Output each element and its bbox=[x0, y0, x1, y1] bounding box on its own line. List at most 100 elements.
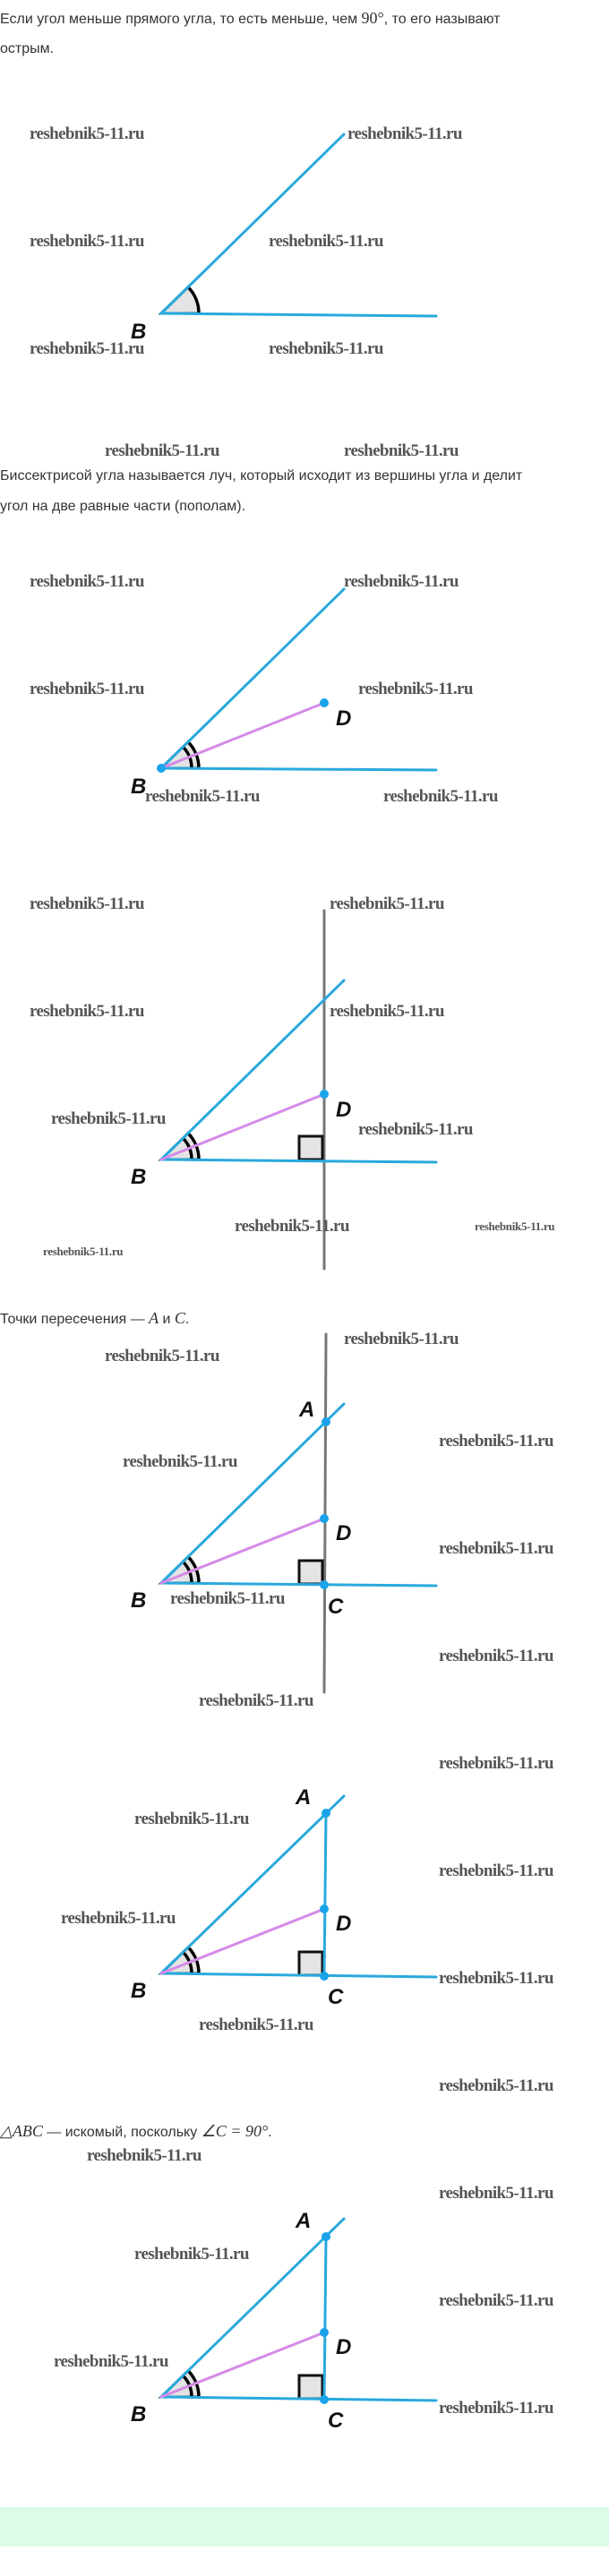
point-d bbox=[320, 2328, 329, 2337]
math-triangle-abc: △ABC bbox=[0, 2122, 43, 2140]
watermark: reshebnik5-11.ru bbox=[439, 1539, 553, 1558]
watermark: reshebnik5-11.ru bbox=[269, 232, 383, 251]
point-label-d: D bbox=[336, 706, 351, 731]
watermark: reshebnik5-11.ru bbox=[439, 1969, 553, 1988]
watermark: reshebnik5-11.ru bbox=[439, 1861, 553, 1880]
math-90-degrees: 90° bbox=[361, 9, 384, 27]
watermark: reshebnik5-11.ru bbox=[199, 2015, 313, 2034]
result-text: △ABC — искомый, поскольку ∠C = 90°. bbox=[0, 2122, 272, 2142]
point-label-b: B bbox=[131, 1165, 146, 1189]
point-c bbox=[320, 1580, 329, 1589]
math-C: C bbox=[174, 1309, 185, 1327]
watermark: reshebnik5-11.ru bbox=[330, 1002, 444, 1021]
bisector-bd bbox=[159, 1517, 326, 1585]
point-label-b: B bbox=[131, 1588, 146, 1613]
right-angle-mark bbox=[297, 1559, 324, 1586]
watermark: reshebnik5-11.ru bbox=[51, 1109, 166, 1128]
bisector-bd bbox=[159, 2331, 326, 2399]
watermark: reshebnik5-11.ru bbox=[347, 124, 462, 143]
ray-ba bbox=[159, 133, 346, 315]
ray-ba bbox=[159, 1794, 346, 1975]
ray-ba bbox=[159, 979, 346, 1161]
watermark: reshebnik5-11.ru bbox=[30, 1002, 144, 1021]
watermark: reshebnik5-11.ru bbox=[269, 339, 383, 358]
text: Если угол меньше прямого угла, то есть м… bbox=[0, 12, 362, 27]
watermark: reshebnik5-11.ru bbox=[30, 680, 144, 698]
ray-bc bbox=[159, 1158, 438, 1164]
text: . bbox=[184, 1312, 190, 1327]
acute-angle-definition-end: острым. bbox=[0, 41, 55, 56]
point-label-b: B bbox=[131, 2402, 146, 2426]
watermark: reshebnik5-11.ru bbox=[439, 1647, 553, 1665]
perpendicular-line bbox=[322, 1332, 328, 1694]
watermark: reshebnik5-11.ru bbox=[105, 1347, 219, 1365]
text: , то его называют bbox=[383, 12, 501, 27]
watermark: reshebnik5-11.ru bbox=[344, 1330, 459, 1348]
bisector-bd bbox=[159, 1092, 326, 1161]
bisector-definition: Биссектрисой угла называется луч, которы… bbox=[0, 468, 523, 484]
watermark: reshebnik5-11.ru bbox=[439, 2184, 553, 2203]
text: и bbox=[159, 1312, 175, 1327]
watermark: reshebnik5-11.ru bbox=[383, 787, 498, 806]
point-label-c: C bbox=[328, 1985, 344, 2009]
point-c bbox=[320, 1972, 329, 1981]
bisector-bd bbox=[159, 701, 326, 770]
watermark: reshebnik5-11.ru bbox=[344, 441, 459, 460]
watermark: reshebnik5-11.ru bbox=[30, 339, 144, 358]
point-label-a: A bbox=[295, 2209, 311, 2233]
point-label-d: D bbox=[336, 1521, 351, 1545]
watermark: reshebnik5-11.ru bbox=[344, 572, 459, 591]
point-c bbox=[320, 2395, 329, 2404]
watermark: reshebnik5-11.ru bbox=[235, 1217, 349, 1236]
point-d bbox=[320, 698, 329, 707]
watermark: reshebnik5-11.ru bbox=[475, 1220, 555, 1233]
point-label-c: C bbox=[328, 1595, 344, 1619]
ray-ba bbox=[159, 1402, 346, 1585]
ray-bc bbox=[159, 766, 438, 772]
ray-ba bbox=[159, 2217, 346, 2399]
watermark: reshebnik5-11.ru bbox=[439, 2399, 553, 2418]
point-b bbox=[157, 764, 166, 773]
watermark: reshebnik5-11.ru bbox=[30, 894, 144, 913]
math-A: A bbox=[149, 1309, 159, 1327]
watermark: reshebnik5-11.ru bbox=[61, 1909, 176, 1928]
footer-band bbox=[0, 2507, 609, 2546]
watermark: reshebnik5-11.ru bbox=[330, 894, 444, 913]
watermark: reshebnik5-11.ru bbox=[170, 1589, 285, 1608]
bisector-definition-end: угол на две равные части (пополам). bbox=[0, 499, 246, 514]
watermark: reshebnik5-11.ru bbox=[439, 1432, 553, 1451]
ray-bc bbox=[159, 1972, 438, 1979]
watermark: reshebnik5-11.ru bbox=[439, 1754, 553, 1773]
point-d bbox=[320, 1904, 329, 1913]
acute-angle-definition: Если угол меньше прямого угла, то есть м… bbox=[0, 9, 500, 29]
point-d bbox=[320, 1514, 329, 1523]
watermark: reshebnik5-11.ru bbox=[87, 2146, 202, 2165]
right-angle-mark bbox=[297, 1134, 324, 1161]
point-a bbox=[322, 1809, 330, 1818]
text: Точки пересечения — bbox=[0, 1312, 150, 1327]
text: . bbox=[268, 2125, 272, 2140]
point-label-a: A bbox=[298, 1398, 314, 1422]
watermark: reshebnik5-11.ru bbox=[30, 232, 144, 251]
ray-bc bbox=[159, 312, 438, 318]
ray-bc bbox=[159, 1581, 438, 1588]
watermark: reshebnik5-11.ru bbox=[30, 124, 144, 143]
point-a bbox=[322, 2232, 330, 2241]
watermark: reshebnik5-11.ru bbox=[145, 787, 260, 806]
point-label-d: D bbox=[336, 1912, 351, 1936]
ray-bc bbox=[159, 2395, 438, 2402]
watermark: reshebnik5-11.ru bbox=[134, 2245, 249, 2264]
right-angle-mark bbox=[297, 2374, 324, 2401]
segment-ac bbox=[322, 1811, 328, 1978]
math-angle-c: ∠C = 90° bbox=[201, 2122, 269, 2140]
watermark: reshebnik5-11.ru bbox=[358, 1120, 473, 1139]
watermark: reshebnik5-11.ru bbox=[54, 2352, 168, 2371]
point-label-b: B bbox=[131, 775, 146, 799]
watermark: reshebnik5-11.ru bbox=[439, 2076, 553, 2095]
watermark: reshebnik5-11.ru bbox=[105, 441, 219, 460]
right-angle-mark bbox=[297, 1950, 324, 1977]
point-d bbox=[320, 1090, 329, 1099]
point-label-d: D bbox=[336, 2335, 351, 2359]
point-label-a: A bbox=[295, 1785, 311, 1810]
